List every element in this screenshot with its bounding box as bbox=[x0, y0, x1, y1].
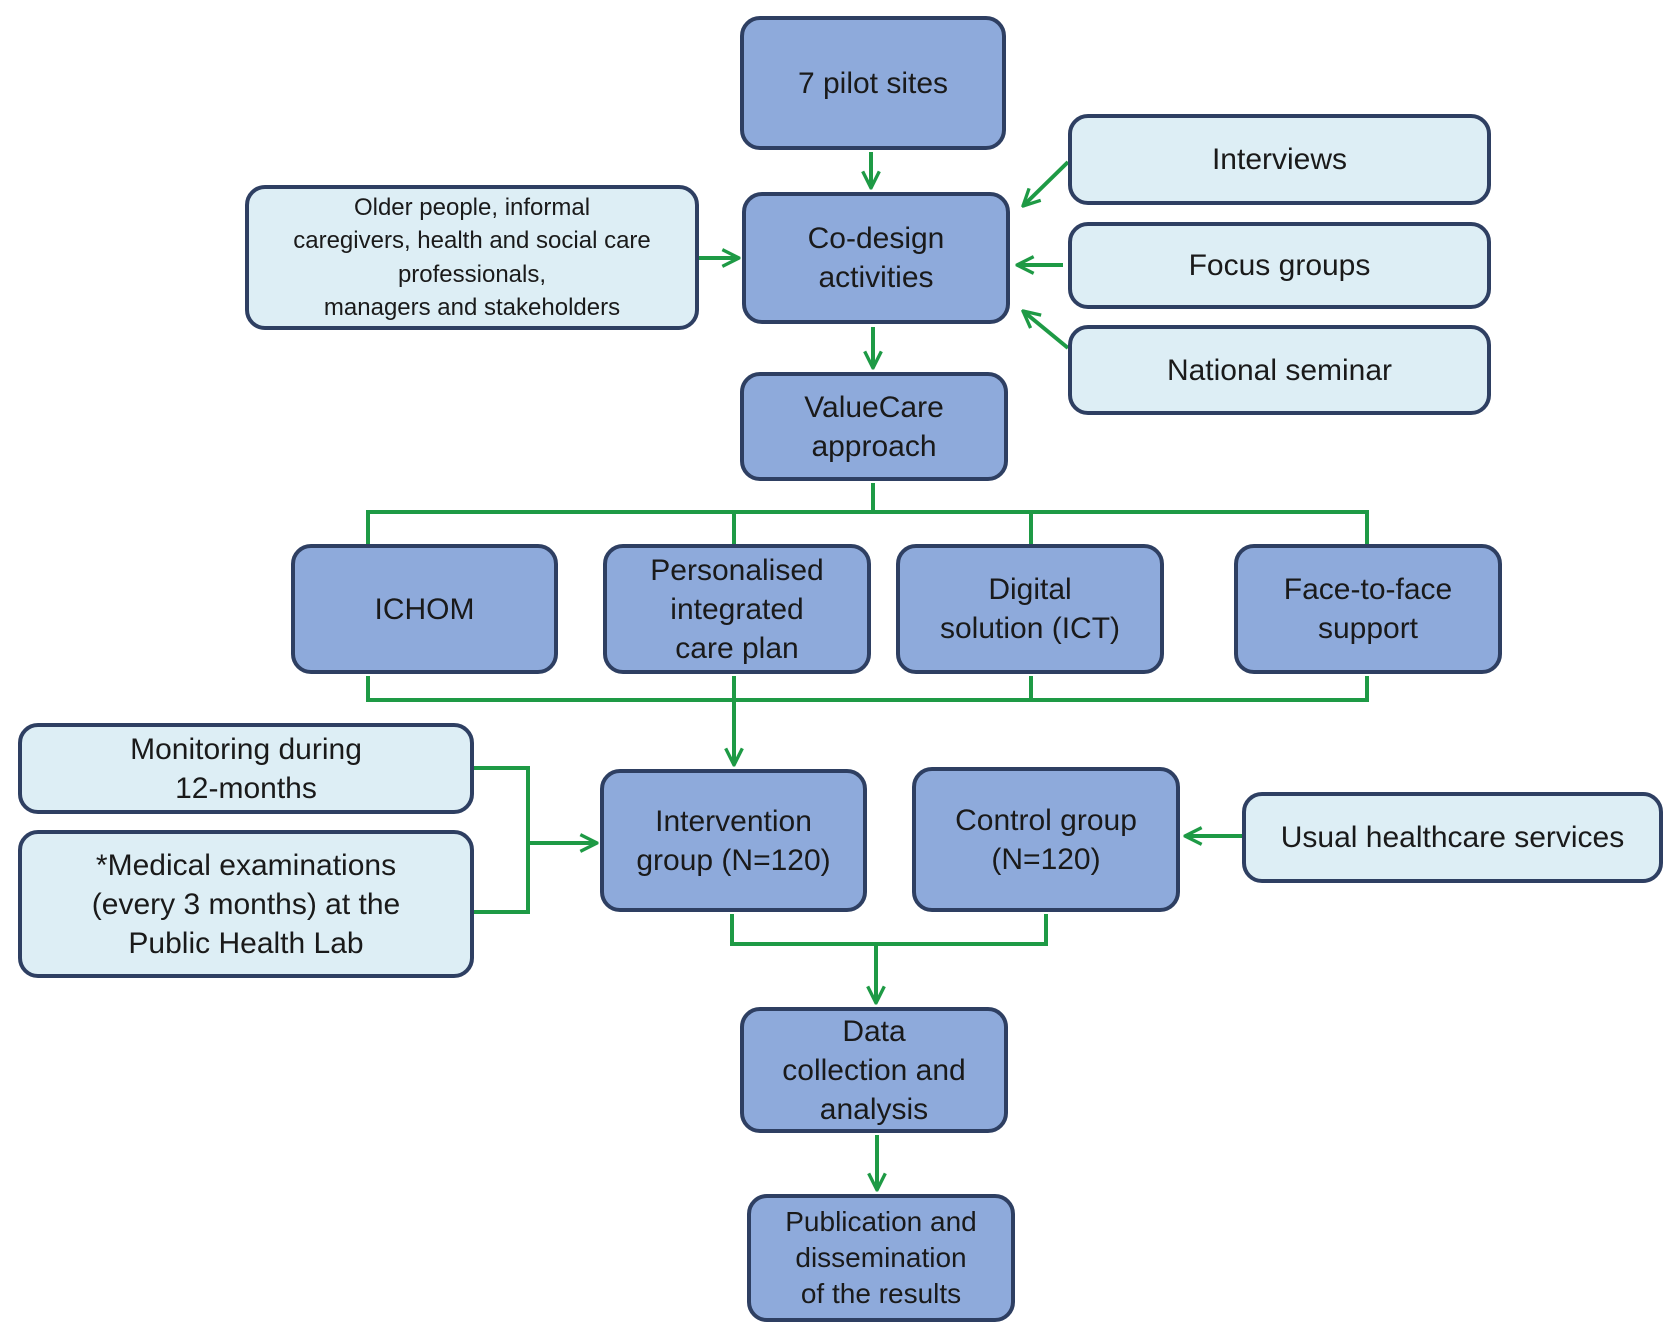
care-plan-line-3: care plan bbox=[675, 631, 799, 665]
care-plan-line-1: Personalised bbox=[650, 553, 824, 587]
monitoring-line-2: 12-months bbox=[175, 771, 317, 805]
valuecare-line-1: ValueCare bbox=[804, 390, 944, 424]
pilot-sites-box: 7 pilot sites bbox=[740, 16, 1006, 150]
personalised-care-plan-box: Personalised integrated care plan bbox=[603, 544, 871, 674]
valuecare-line-2: approach bbox=[811, 429, 937, 463]
face-to-face-line-1: Face-to-face bbox=[1283, 573, 1453, 606]
digital-solution-box: Digital solution (ICT) bbox=[896, 544, 1164, 674]
data-line-2: collection and bbox=[782, 1053, 966, 1087]
interviews-text: Interviews bbox=[1211, 143, 1348, 176]
digital-line-1: Digital bbox=[988, 573, 1072, 606]
participants-line-3: professionals, bbox=[397, 260, 547, 288]
ichom-box: ICHOM bbox=[291, 544, 558, 674]
data-line-1: Data bbox=[842, 1014, 906, 1048]
publication-line-3: of the results bbox=[800, 1277, 962, 1309]
intervention-line-1: Intervention bbox=[655, 804, 812, 838]
face-to-face-box: Face-to-face support bbox=[1234, 544, 1502, 674]
national-seminar-text: National seminar bbox=[1166, 353, 1393, 387]
ichom-text: ICHOM bbox=[374, 592, 475, 626]
care-plan-line-2: integrated bbox=[670, 592, 804, 626]
pilot-sites-text: 7 pilot sites bbox=[797, 66, 949, 100]
side-inputs-bracket bbox=[474, 766, 530, 914]
participants-line-4: managers and stakeholders bbox=[323, 293, 621, 321]
participants-line-1: Older people, informal bbox=[353, 194, 591, 222]
medical-line-3: Public Health Lab bbox=[128, 926, 364, 960]
arrow-seminar-to-codesign bbox=[1023, 311, 1070, 350]
medical-line-2: (every 3 months) at the bbox=[91, 887, 401, 921]
valuecare-approach-box: ValueCare approach bbox=[740, 372, 1008, 481]
components-collection-lines bbox=[366, 676, 1369, 702]
intervention-group-box: Intervention group (N=120) bbox=[600, 769, 867, 912]
publication-line-2: dissemination bbox=[795, 1242, 967, 1274]
data-line-3: analysis bbox=[819, 1092, 929, 1126]
participants-box: Older people, informal caregivers, healt… bbox=[245, 185, 699, 330]
co-design-activities-box: Co-design activities bbox=[742, 192, 1010, 324]
co-design-line-1: Co-design bbox=[807, 222, 945, 255]
monitoring-box: Monitoring during 12-months bbox=[18, 723, 474, 814]
focus-groups-text: Focus groups bbox=[1188, 249, 1371, 282]
intervention-line-2: group (N=120) bbox=[636, 843, 831, 877]
participants-line-2: caregivers, health and social care bbox=[293, 227, 651, 255]
publication-line-1: Publication and bbox=[785, 1206, 977, 1238]
groups-merge-lines bbox=[730, 914, 1048, 946]
medical-line-1: *Medical examinations bbox=[95, 848, 397, 882]
valuecare-distribution-lines bbox=[366, 483, 1369, 545]
interviews-box: Interviews bbox=[1068, 114, 1491, 205]
digital-line-2: solution (ICT) bbox=[939, 612, 1121, 645]
national-seminar-box: National seminar bbox=[1068, 325, 1491, 415]
medical-examinations-box: *Medical examinations (every 3 months) a… bbox=[18, 830, 474, 978]
control-line-1: Control group bbox=[955, 803, 1137, 837]
control-line-2: (N=120) bbox=[991, 842, 1101, 876]
data-collection-box: Data collection and analysis bbox=[740, 1007, 1008, 1133]
face-to-face-line-2: support bbox=[1317, 612, 1419, 645]
monitoring-line-1: Monitoring during bbox=[130, 732, 362, 766]
focus-groups-box: Focus groups bbox=[1068, 222, 1491, 309]
usual-healthcare-box: Usual healthcare services bbox=[1242, 792, 1663, 883]
arrow-interviews-to-codesign bbox=[1023, 160, 1070, 206]
usual-healthcare-text: Usual healthcare services bbox=[1280, 821, 1625, 854]
co-design-line-2: activities bbox=[818, 261, 934, 294]
control-group-box: Control group (N=120) bbox=[912, 767, 1180, 912]
publication-box: Publication and dissemination of the res… bbox=[747, 1194, 1015, 1322]
